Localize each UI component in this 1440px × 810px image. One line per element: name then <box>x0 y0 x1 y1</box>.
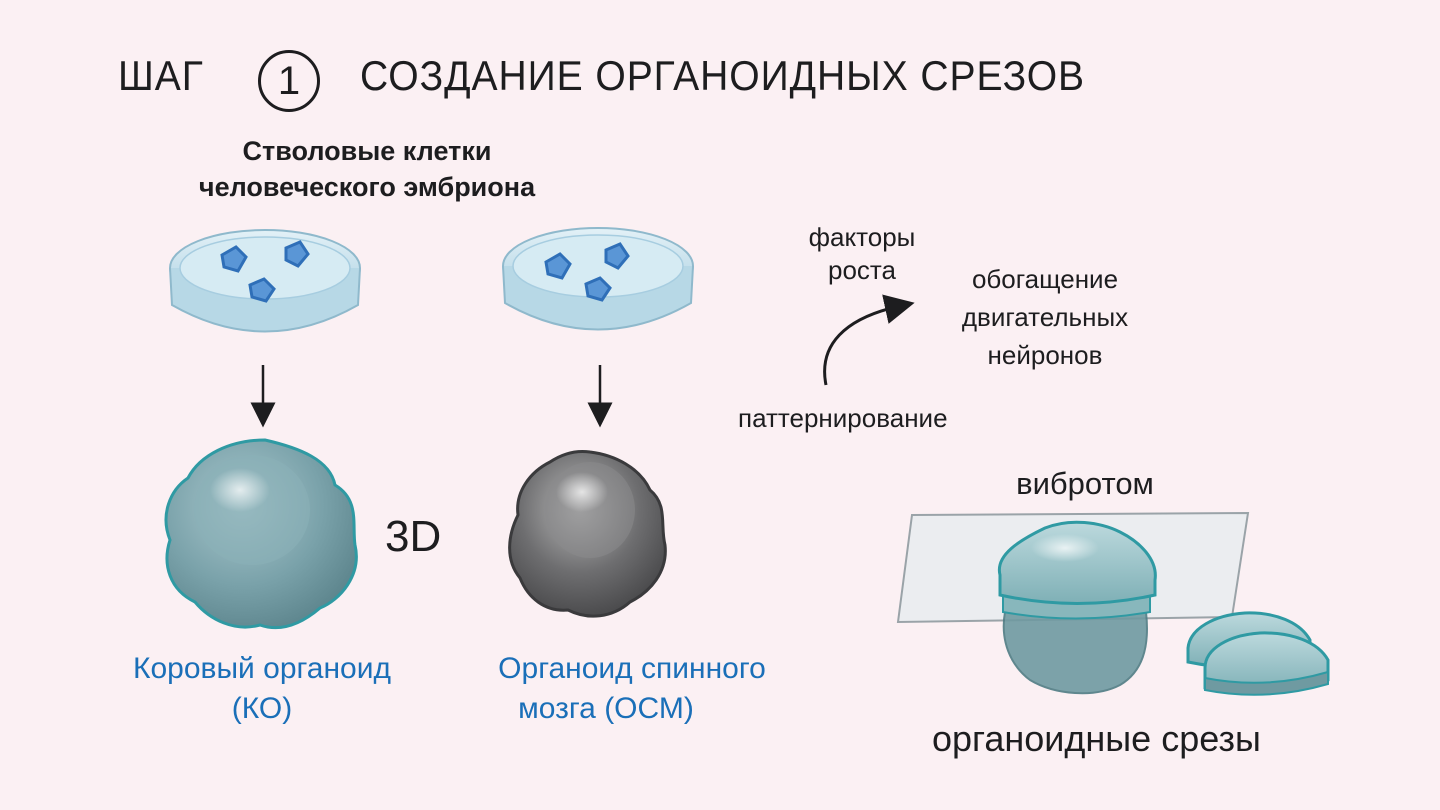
petri-dish-right <box>502 227 694 331</box>
patterning-arrow <box>823 294 915 386</box>
vibratome-label: вибротом <box>1016 466 1154 501</box>
sliced-organoid-icon <box>997 520 1157 695</box>
spinal-organoid-icon <box>508 450 667 618</box>
patterning-label: паттернирование <box>738 403 948 433</box>
three-d-label: 3D <box>385 512 442 561</box>
enrichment-line2: двигательных <box>961 302 1129 332</box>
page-title: СОЗДАНИЕ ОРГАНОИДНЫХ СРЕЗОВ <box>360 52 1086 99</box>
spinal-organoid-label-line1: Органоид спинного <box>498 652 766 685</box>
cortical-organoid-label-line1: Коровый органоид <box>133 652 391 685</box>
enrichment-line1: обогащение <box>971 264 1119 294</box>
step-word: ШАГ <box>118 52 204 99</box>
stem-cells-icon <box>220 240 310 303</box>
cortical-organoid-label-line2: (КО) <box>231 692 293 725</box>
step-number-badge: 1 <box>258 50 320 112</box>
growth-factors-line1: факторы <box>808 222 916 252</box>
organoid-slice-front <box>1203 631 1330 696</box>
source-label-line2: человеческого эмбриона <box>198 172 536 202</box>
source-label-line1: Стволовые клетки <box>242 136 492 166</box>
growth-factors-line2: роста <box>828 255 896 285</box>
organoid-slices-label: органоидные срезы <box>932 718 1261 759</box>
stem-cells-icon <box>544 242 630 302</box>
cortical-organoid-icon <box>164 438 358 630</box>
spinal-organoid-label-line2: мозга (ОСМ) <box>518 692 694 725</box>
petri-dish-left <box>169 229 361 333</box>
enrichment-line3: нейронов <box>987 340 1103 370</box>
